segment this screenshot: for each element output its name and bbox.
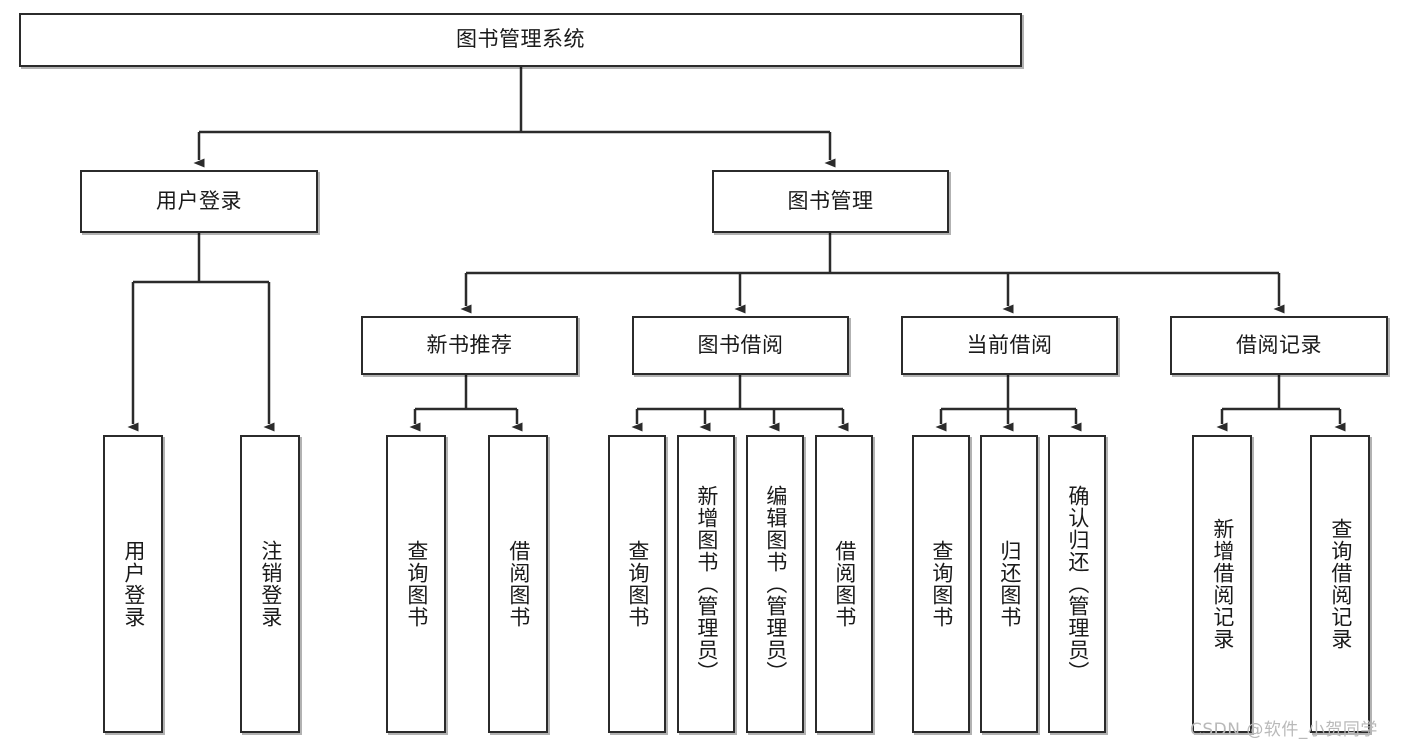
node-borrow-record[interactable]: 借阅记录 <box>1170 316 1388 375</box>
node-borrow-record-label: 借阅记录 <box>1236 332 1322 357</box>
node-new-book-recommend[interactable]: 新书推荐 <box>361 316 578 375</box>
leaf-query-book-recommend-label: 查询图书 <box>404 540 429 628</box>
leaf-user-login[interactable]: 用户登录 <box>103 435 163 733</box>
leaf-add-book-admin-label: 新增图书（管理员） <box>694 485 719 683</box>
leaf-confirm-return-admin[interactable]: 确认归还（管理员） <box>1048 435 1106 733</box>
leaf-query-book-recommend[interactable]: 查询图书 <box>386 435 446 733</box>
leaf-query-borrow-record-label: 查询借阅记录 <box>1328 518 1353 650</box>
leaf-confirm-return-admin-label: 确认归还（管理员） <box>1065 485 1090 683</box>
leaf-add-book-admin[interactable]: 新增图书（管理员） <box>677 435 735 733</box>
node-user-login-label: 用户登录 <box>156 188 242 213</box>
leaf-query-book-current[interactable]: 查询图书 <box>912 435 970 733</box>
leaf-borrow-book-recommend[interactable]: 借阅图书 <box>488 435 548 733</box>
node-book-borrow[interactable]: 图书借阅 <box>632 316 849 375</box>
node-book-borrow-label: 图书借阅 <box>697 332 784 357</box>
leaf-query-borrow-record[interactable]: 查询借阅记录 <box>1310 435 1370 733</box>
node-current-borrow[interactable]: 当前借阅 <box>901 316 1118 375</box>
leaf-query-book-current-label: 查询图书 <box>929 540 954 628</box>
leaf-borrow-book[interactable]: 借阅图书 <box>815 435 873 733</box>
node-user-login[interactable]: 用户登录 <box>80 170 318 233</box>
node-root[interactable]: 图书管理系统 <box>19 13 1022 67</box>
node-new-book-recommend-label: 新书推荐 <box>426 332 513 357</box>
leaf-add-borrow-record[interactable]: 新增借阅记录 <box>1192 435 1252 733</box>
node-current-borrow-label: 当前借阅 <box>966 332 1053 357</box>
node-book-management-label: 图书管理 <box>787 188 874 213</box>
leaf-query-book-label: 查询图书 <box>625 540 650 628</box>
leaf-return-book[interactable]: 归还图书 <box>980 435 1038 733</box>
watermark-text: CSDN @软件_小贺同学 <box>1190 720 1378 740</box>
leaf-return-book-label: 归还图书 <box>997 540 1022 628</box>
leaf-user-login-label: 用户登录 <box>121 540 146 628</box>
leaf-query-book[interactable]: 查询图书 <box>608 435 666 733</box>
leaf-edit-book-admin-label: 编辑图书（管理员） <box>763 485 788 683</box>
leaf-borrow-book-label: 借阅图书 <box>832 540 857 628</box>
leaf-borrow-book-recommend-label: 借阅图书 <box>506 540 531 628</box>
node-root-label: 图书管理系统 <box>456 27 585 52</box>
node-book-management[interactable]: 图书管理 <box>712 170 949 233</box>
leaf-logout-label: 注销登录 <box>258 540 283 628</box>
leaf-add-borrow-record-label: 新增借阅记录 <box>1210 518 1235 650</box>
leaf-logout[interactable]: 注销登录 <box>240 435 300 733</box>
leaf-edit-book-admin[interactable]: 编辑图书（管理员） <box>746 435 804 733</box>
